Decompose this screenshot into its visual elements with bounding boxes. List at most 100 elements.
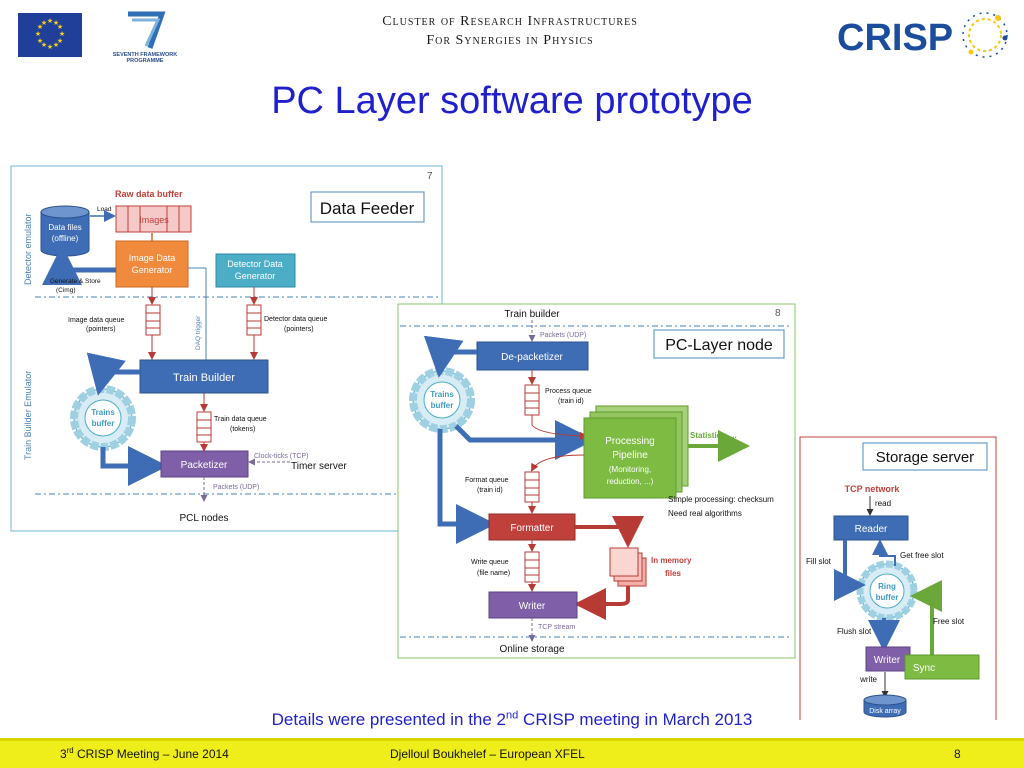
sync-label: Sync xyxy=(913,663,935,674)
crisp-logo: CRISP xyxy=(835,8,1015,63)
details-note: Details were presented in the 2nd CRISP … xyxy=(0,710,1024,730)
formatter-label: Formatter xyxy=(510,523,554,534)
process-queue xyxy=(524,384,540,416)
details-sup: nd xyxy=(506,709,519,722)
format-queue xyxy=(524,471,540,503)
feeder-trains-buffer-label1: Trains xyxy=(91,408,115,417)
footer-meeting-num: 3 xyxy=(60,747,67,761)
processing-pipeline: Processing Pipeline (Monitoring, reducti… xyxy=(583,405,689,499)
raw-buffer-label: Raw data buffer xyxy=(115,189,183,199)
packetizer-label: Packetizer xyxy=(181,460,228,471)
architecture-diagram: 7 Data Feeder Detector emulator Train Bu… xyxy=(10,165,997,720)
flush-slot-label: Flush slot xyxy=(837,627,872,636)
data-files-label2: (offline) xyxy=(52,234,79,243)
storage-heading: Storage server xyxy=(876,449,974,466)
pcl-trains-buffer-label1: Trains xyxy=(430,390,454,399)
reader-label: Reader xyxy=(855,524,888,535)
train-data-queue xyxy=(196,411,212,443)
side-label-detector: Detector emulator xyxy=(23,213,33,285)
image-data-generator: Image Data Generator xyxy=(115,240,189,288)
footer-divider xyxy=(0,738,1024,741)
svg-text:★: ★ xyxy=(37,37,43,45)
ring-buffer-label2: buffer xyxy=(876,593,899,602)
disk-array-label: Disk array xyxy=(869,708,901,715)
fp7-logo: SEVENTH FRAMEWORK PROGRAMME xyxy=(110,10,180,65)
format-queue-label2: (train id) xyxy=(477,487,503,494)
pipeline-label2: Pipeline xyxy=(612,450,648,461)
statistics-label: Statistics, ... xyxy=(690,431,737,440)
img-queue-label2: (pointers) xyxy=(86,326,116,333)
footer-bar: 3rd CRISP Meeting – June 2014 Djelloul B… xyxy=(0,738,1024,768)
svg-text:★: ★ xyxy=(57,23,63,31)
in-memory-files xyxy=(609,547,647,587)
process-queue-label1: Process queue xyxy=(545,388,592,395)
trains-buffer-ring-feeder: Trains buffer xyxy=(70,385,136,451)
image-gen-label2: Generator xyxy=(132,265,173,275)
simple-processing-label1: Simple processing: checksum xyxy=(668,495,774,504)
det-queue-label2: (pointers) xyxy=(284,326,314,333)
pcl-trains-buffer-label2: buffer xyxy=(431,401,454,410)
train-queue-label1: Train data queue xyxy=(214,416,267,423)
storage-writer-box: Writer xyxy=(865,646,911,672)
daq-trigger-label: DAQ trigger xyxy=(195,315,202,350)
pcl-packets-label: Packets (UDP) xyxy=(540,332,586,339)
clock-ticks-label: Clock-ticks (TCP) xyxy=(254,453,308,460)
load-label: Load xyxy=(97,206,112,213)
footer-meeting: 3rd CRISP Meeting – June 2014 xyxy=(60,747,229,761)
fp7-line2: PROGRAMME xyxy=(127,58,164,64)
pcl-page-number: 8 xyxy=(775,308,781,319)
footer-meeting-text: CRISP Meeting – June 2014 xyxy=(73,747,229,761)
write-label: write xyxy=(859,675,877,684)
footer-meeting-sup: rd xyxy=(66,746,74,755)
svg-text:★: ★ xyxy=(59,30,65,38)
image-gen-label1: Image Data xyxy=(129,253,176,263)
packetizer-box: Packetizer xyxy=(160,450,249,478)
train-queue-label2: (tokens) xyxy=(230,426,255,433)
eu-flag-logo: ★★★ ★★★ ★★★ ★★★ xyxy=(18,13,82,57)
det-queue-label1: Detector data queue xyxy=(264,316,328,323)
free-slot-label: Free slot xyxy=(933,617,965,626)
gen-store-label1: Generate & Store xyxy=(50,278,101,285)
det-gen-label2: Generator xyxy=(235,271,276,281)
footer-page-number: 8 xyxy=(954,747,961,761)
fill-slot-label: Fill slot xyxy=(806,557,832,566)
pipeline-label1: Processing xyxy=(605,436,654,447)
side-label-train: Train Builder Emulator xyxy=(23,371,33,460)
process-queue-label2: (train id) xyxy=(558,398,584,405)
pipeline-label4: reduction, ...) xyxy=(607,477,654,486)
pc-layer-panel: 8 PC-Layer node Train builder Packets (U… xyxy=(397,303,796,659)
details-suffix: CRISP meeting in March 2013 xyxy=(518,710,753,729)
feeder-packets-label: Packets (UDP) xyxy=(213,484,259,491)
svg-text:★: ★ xyxy=(57,37,63,45)
slide-title: PC Layer software prototype xyxy=(271,80,753,122)
feeder-trains-buffer-label2: buffer xyxy=(92,419,115,428)
online-storage-label: Online storage xyxy=(499,644,564,655)
cluster-title: Cluster of Research Infrastructures For … xyxy=(280,12,740,50)
depacketizer-box: De-packetizer xyxy=(476,341,589,371)
write-queue xyxy=(524,551,540,583)
details-prefix: Details were presented in the 2 xyxy=(271,710,507,729)
crisp-logo-text: CRISP xyxy=(837,17,953,59)
pcl-writer-label: Writer xyxy=(519,601,546,612)
write-queue-label2: (file name) xyxy=(477,570,510,577)
depacketizer-label: De-packetizer xyxy=(501,352,563,363)
tcp-network-label: TCP network xyxy=(845,484,901,494)
disk-array: Disk array xyxy=(863,694,907,718)
detector-data-generator: Detector Data Generator xyxy=(215,253,296,288)
in-memory-label2: files xyxy=(665,569,682,578)
data-feeder-panel: 7 Data Feeder Detector emulator Train Bu… xyxy=(10,165,443,532)
det-gen-label1: Detector Data xyxy=(227,259,283,269)
feeder-page-number: 7 xyxy=(427,171,433,182)
train-builder-box: Train Builder xyxy=(139,359,269,394)
pcl-heading: PC-Layer node xyxy=(665,337,773,354)
format-queue-label1: Format queue xyxy=(465,477,509,484)
cluster-line2: For Synergies in Physics xyxy=(426,33,594,48)
gen-store-label2: (Cimg) xyxy=(56,287,76,294)
pcl-writer-box: Writer xyxy=(488,591,578,619)
svg-text:★: ★ xyxy=(47,17,53,25)
train-builder-label: Train Builder xyxy=(173,372,235,384)
in-memory-label1: In memory xyxy=(651,556,692,565)
detector-data-queue xyxy=(246,304,262,336)
sync-box: Sync xyxy=(904,654,980,680)
timer-server-label: Timer server xyxy=(291,461,347,472)
